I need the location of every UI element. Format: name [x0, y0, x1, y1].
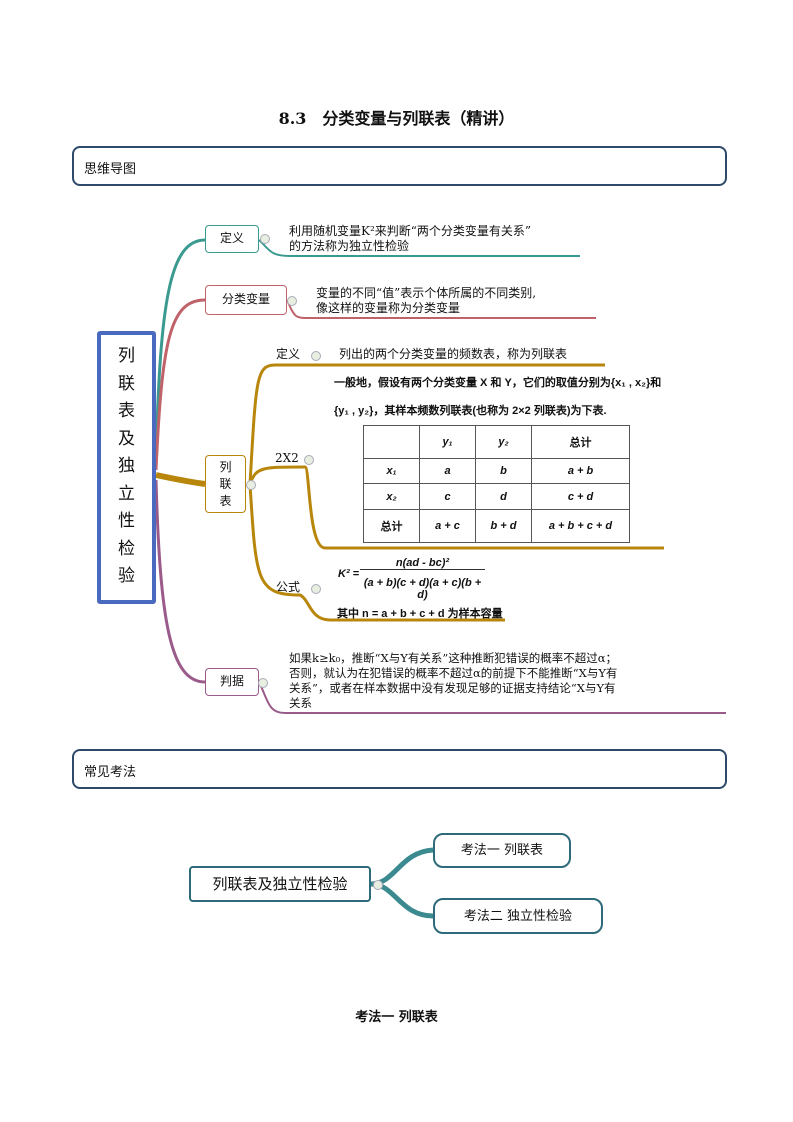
label-2x2: 2X2	[275, 451, 299, 465]
collapse-knob-icon[interactable]	[258, 678, 268, 688]
table-def-label: 定义	[276, 347, 301, 361]
collapse-knob-icon[interactable]	[373, 880, 383, 890]
table-cell: a + b	[531, 458, 630, 485]
table-cell: x₂	[363, 483, 420, 510]
collapse-knob-icon[interactable]	[311, 351, 321, 361]
text-line: 关系”，或者在样本数据中没有发现足够的证据支持结论“X与Y有	[289, 681, 616, 695]
table-cell: y₂	[475, 424, 532, 460]
text-line: 关系	[289, 696, 312, 710]
table-cell: a + b + c + d	[531, 508, 630, 544]
text-line: 如果k≥k₀，推断“X与Y有关系”这种推断犯错误的概率不超过α；	[289, 651, 617, 665]
text-line: 利用随机变量K²来判断“两个分类变量有关系”	[289, 224, 532, 238]
table-cell: b	[475, 458, 532, 485]
formula-note: 其中 n = a + b + c + d 为样本容量	[337, 608, 503, 620]
root-char: 验	[118, 566, 135, 586]
page-title: 8.3 分类变量与列联表（精讲）	[278, 109, 515, 128]
table-cell: c + d	[531, 483, 630, 510]
table-cell: y₁	[419, 424, 476, 460]
root-char: 性	[118, 511, 135, 531]
root-char: 独	[118, 456, 135, 476]
table-cell: a + c	[419, 508, 476, 544]
table-def-text: 列出的两个分类变量的频数表，称为列联表	[339, 347, 568, 361]
text-line: 像这样的变量称为分类变量	[316, 301, 461, 315]
section-common-methods: 常见考法	[72, 749, 727, 789]
table-cell: 总计	[531, 424, 630, 460]
method-1-node[interactable]: 考法一 列联表	[433, 833, 571, 868]
text-line: 的方法称为独立性检验	[289, 239, 410, 253]
collapse-knob-icon[interactable]	[260, 234, 270, 244]
formula-lhs: K² =	[338, 568, 360, 580]
node-criterion: 判据	[205, 668, 259, 696]
root-char: 立	[118, 483, 135, 504]
root-char: 表	[118, 401, 135, 421]
node-char: 表	[219, 494, 232, 508]
section-mindmap: 思维导图	[72, 146, 727, 186]
node-char: 列	[219, 460, 232, 474]
collapse-knob-icon[interactable]	[287, 296, 297, 306]
node-contingency-table: 列 联 表	[205, 455, 246, 513]
general-text-1: 一般地，假设有两个分类变量 X 和 Y，它们的取值分别为{x₁ , x₂}和	[334, 377, 662, 389]
root-char: 检	[118, 538, 135, 559]
table-cell: b + d	[475, 508, 532, 544]
formula-numerator: n(ad - bc)²	[360, 557, 485, 570]
collapse-knob-icon[interactable]	[304, 455, 314, 465]
table-cell: x₁	[363, 458, 420, 485]
text-line: 否则，就认为在犯错误的概率不超过α的前提下不能推断“X与Y有	[289, 666, 618, 680]
node-categorical-variable: 分类变量	[205, 285, 287, 315]
methods-center-node: 列联表及独立性检验	[189, 866, 371, 902]
formula-label: 公式	[276, 580, 301, 594]
node-char: 联	[219, 477, 232, 491]
text-line: 变量的不同“值”表示个体所属的不同类别,	[316, 286, 537, 300]
table-cell: 总计	[363, 508, 420, 544]
collapse-knob-icon[interactable]	[311, 584, 321, 594]
mindmap-root: 列 联 表 及 独 立 性 检 验	[97, 331, 156, 604]
method-2-node[interactable]: 考法二 独立性检验	[433, 898, 603, 934]
table-cell: d	[475, 483, 532, 510]
collapse-knob-icon[interactable]	[246, 480, 256, 490]
formula-denominator: (a + b)(c + d)(a + c)(b + d)	[363, 577, 482, 601]
node-definition: 定义	[205, 225, 259, 253]
table-cell	[363, 424, 420, 460]
catvar-text: 变量的不同“值”表示个体所属的不同类别,像这样的变量称为分类变量	[316, 286, 536, 316]
definition-text: 利用随机变量K²来判断“两个分类变量有关系”的方法称为独立性检验	[289, 224, 531, 254]
general-text-2: {y₁ , y₂}，其样本频数列联表(也称为 2×2 列联表)为下表.	[334, 405, 607, 417]
root-char: 列	[118, 346, 135, 366]
root-char: 联	[118, 373, 135, 394]
table-cell: c	[419, 483, 476, 510]
method-1-heading: 考法一 列联表	[355, 1010, 438, 1025]
root-char: 及	[118, 428, 135, 449]
table-cell: a	[419, 458, 476, 485]
criterion-text: 如果k≥k₀，推断“X与Y有关系”这种推断犯错误的概率不超过α； 否则，就认为在…	[289, 651, 617, 711]
